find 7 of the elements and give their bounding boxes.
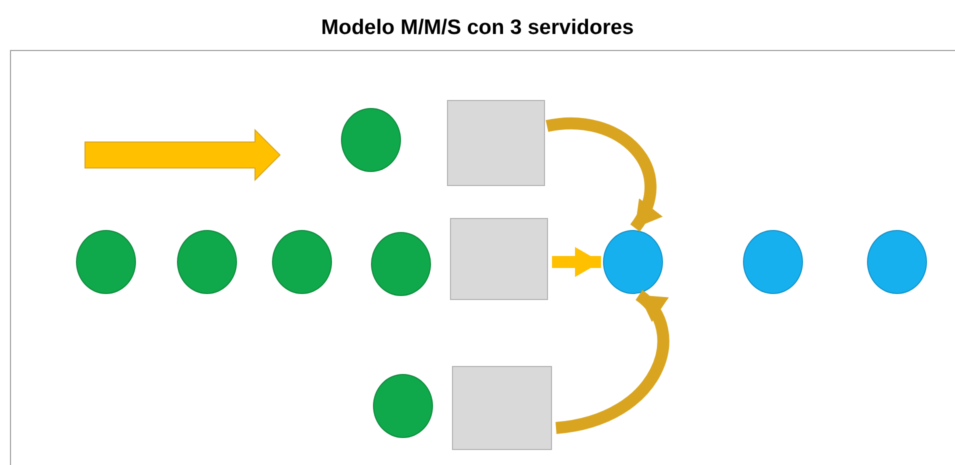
server-box (452, 366, 552, 450)
flow-arrow (546, 118, 662, 232)
server-box (447, 100, 545, 186)
flow-arrow (552, 247, 601, 277)
flow-arrow (555, 290, 670, 434)
server-box (450, 218, 548, 300)
diagram-title: Modelo M/M/S con 3 servidores (320, 16, 635, 40)
